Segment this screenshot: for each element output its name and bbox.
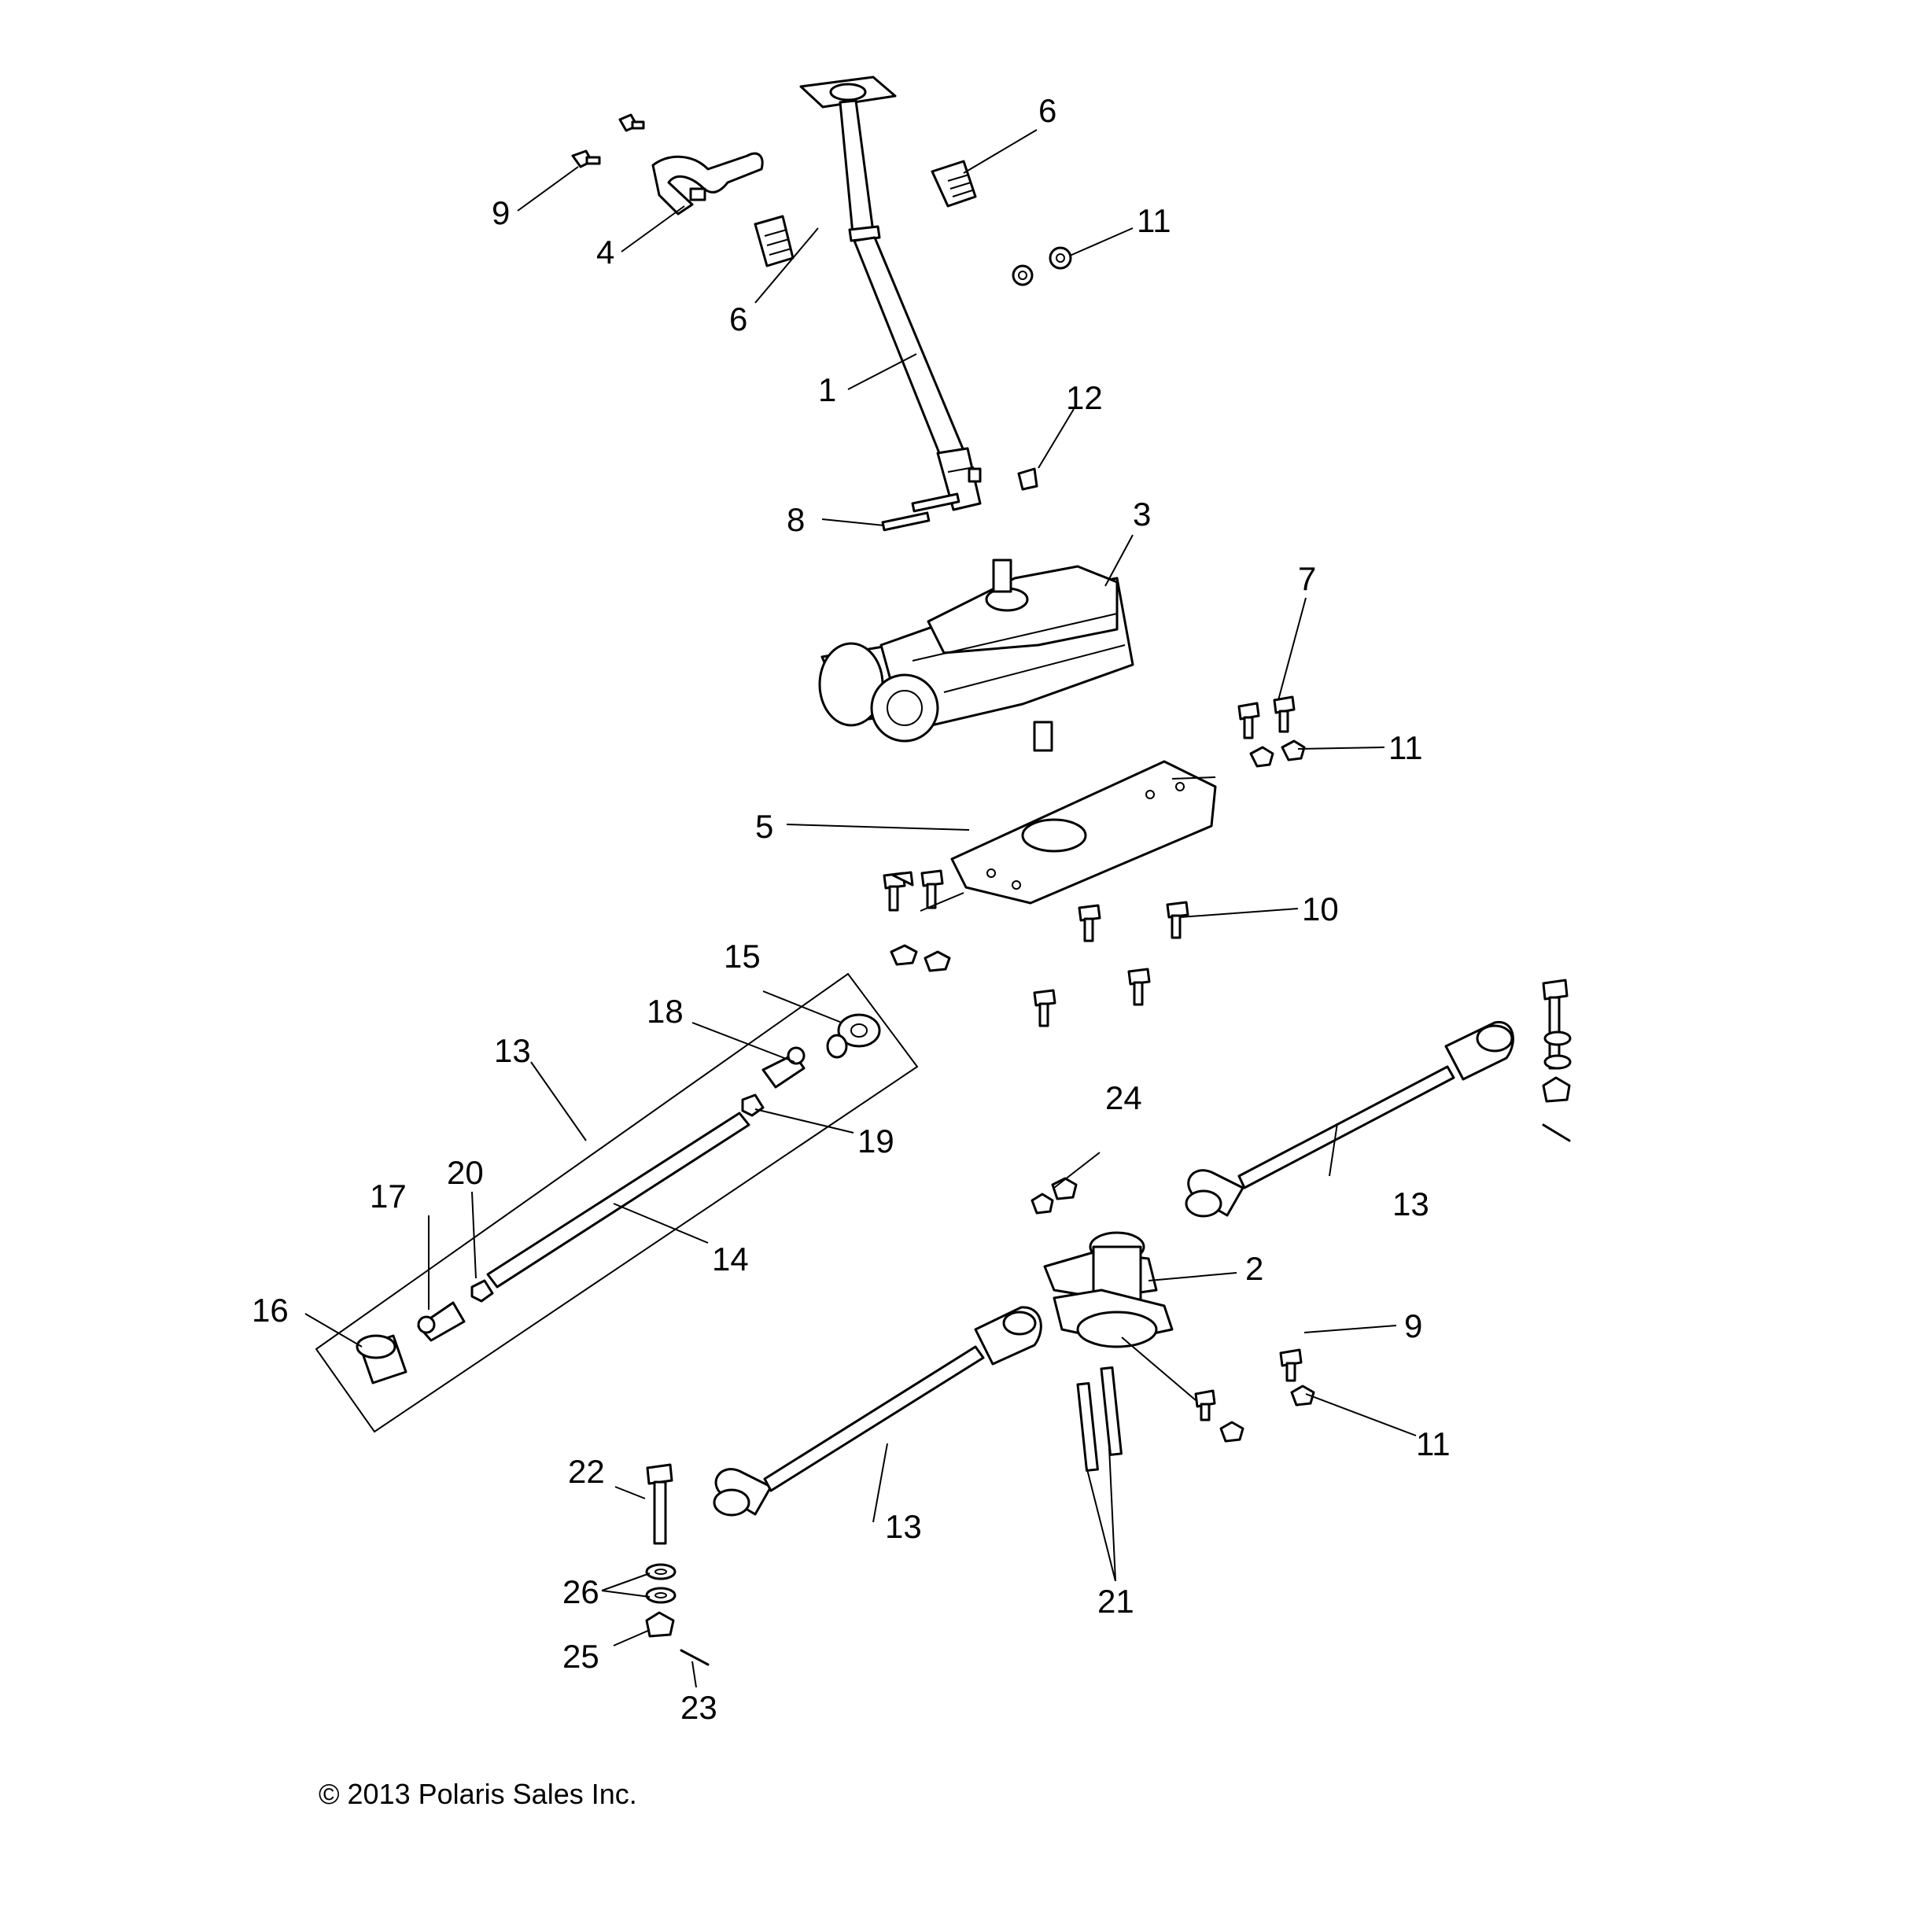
callout-23: 23: [680, 1689, 717, 1726]
callout-11-lower: 11: [1416, 1425, 1451, 1462]
power-steering-unit: [818, 559, 1134, 752]
tie-rod-end-16: [356, 1334, 407, 1384]
callout-17: 17: [370, 1178, 407, 1215]
nut-11-top: [1012, 246, 1072, 286]
bolt-stack-right: [1542, 979, 1572, 1142]
nut-25: [645, 1611, 675, 1638]
callout-25: 25: [562, 1638, 599, 1675]
callout-26: 26: [562, 1573, 599, 1610]
bolts-21: [1076, 1366, 1123, 1472]
column-bushing-lower: [754, 215, 795, 267]
copyright-notice: © 2013 Polaris Sales Inc.: [319, 1778, 637, 1810]
column-clamp: [651, 152, 764, 216]
callout-4: 4: [596, 234, 614, 271]
callout-18: 18: [647, 993, 684, 1030]
callout-11-top: 11: [1137, 202, 1171, 239]
callout-13-right: 13: [1392, 1185, 1429, 1222]
callout-13-box: 13: [494, 1032, 531, 1069]
callout-labels: 1 2 3 4 5 6 6 7 8 9 9 10 11 11 11 12 13 …: [252, 92, 1451, 1726]
bolts-7: [1237, 695, 1296, 739]
callout-12: 12: [1066, 379, 1103, 416]
callout-14: 14: [712, 1241, 749, 1278]
tie-rod-exploded-box: [315, 972, 919, 1433]
callout-21: 21: [1097, 1583, 1134, 1620]
tie-rod-14: [486, 1112, 750, 1289]
steering-column: [799, 76, 982, 511]
column-bushing-upper: [931, 160, 977, 208]
callout-13-lower: 13: [885, 1508, 922, 1545]
jam-nut-20: [470, 1279, 494, 1303]
callout-2: 2: [1245, 1250, 1263, 1287]
callout-16: 16: [252, 1292, 289, 1329]
bolt-8: [881, 492, 960, 532]
callout-15: 15: [724, 938, 761, 975]
clip-12: [1017, 467, 1038, 491]
pitman-arm: [1043, 1231, 1174, 1348]
callout-5: 5: [755, 808, 773, 845]
callout-11-mid: 11: [1388, 729, 1423, 766]
washers-26: [645, 1563, 677, 1604]
callout-6-lower: 6: [729, 300, 747, 337]
nut-11-lower: [1219, 1384, 1315, 1443]
jam-nut-19: [741, 1093, 765, 1117]
tie-rod-lower: [713, 1306, 1042, 1517]
screw-9-top: [571, 113, 645, 168]
bolts-10: [883, 869, 1189, 1027]
screw-9-lower: [1194, 1348, 1303, 1421]
callout-10: 10: [1302, 890, 1339, 927]
callout-3: 3: [1133, 496, 1151, 533]
callout-24: 24: [1105, 1079, 1142, 1116]
rod-end-18: [761, 1046, 806, 1089]
callout-19: 19: [857, 1123, 894, 1160]
nuts-11-mid: [1249, 739, 1306, 768]
tie-rod-right: [1185, 1021, 1514, 1218]
callout-20: 20: [447, 1154, 484, 1191]
callout-8: 8: [787, 501, 805, 538]
mounting-plate: [950, 760, 1217, 905]
rod-end-17: [417, 1301, 466, 1342]
bolt-22: [646, 1463, 673, 1545]
callout-9-lower: 9: [1404, 1307, 1422, 1344]
leader-lines: [304, 129, 1417, 1688]
callout-7: 7: [1298, 560, 1316, 597]
cotter-pin-23: [680, 1649, 710, 1666]
callout-9-top: 9: [492, 194, 510, 231]
tie-rod-end-15: [826, 1013, 881, 1059]
nut-24: [1031, 1177, 1078, 1215]
callout-1: 1: [818, 371, 836, 408]
callout-22: 22: [568, 1453, 605, 1490]
callout-6-upper: 6: [1038, 92, 1056, 129]
